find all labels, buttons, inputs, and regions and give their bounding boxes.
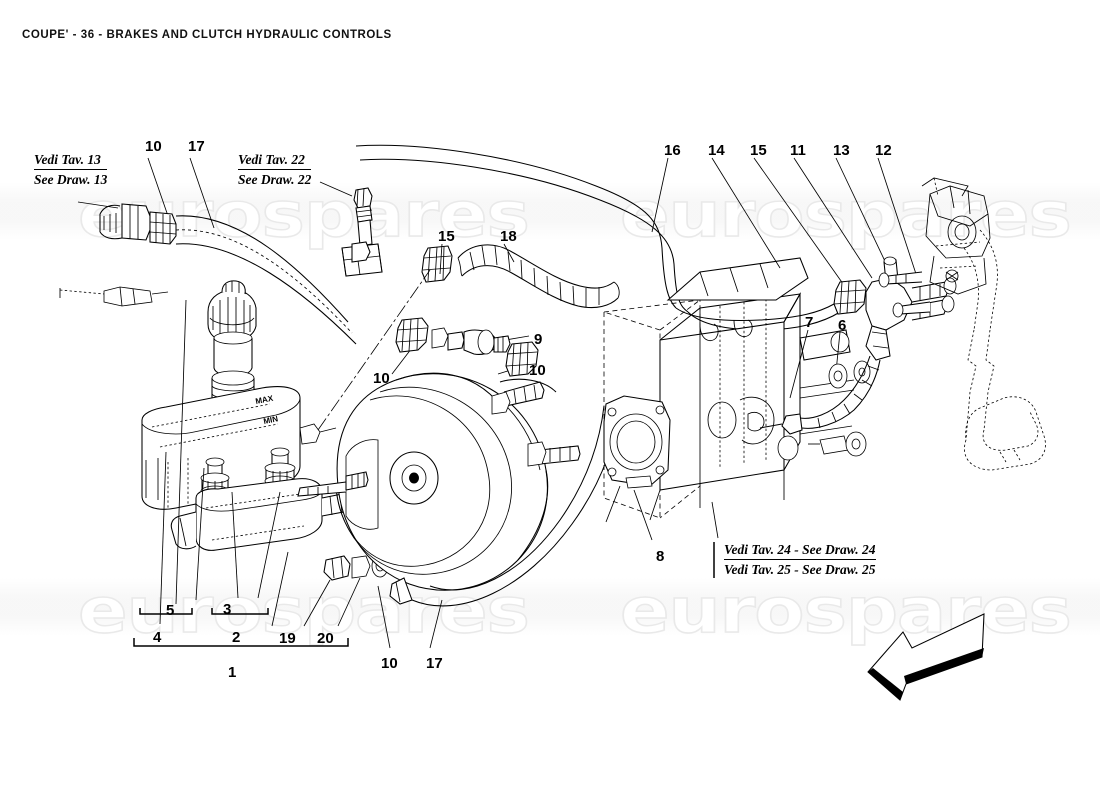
callout-c-19: 19 (279, 630, 296, 647)
callout-c-3: 3 (223, 601, 232, 618)
callout-c-10-a: 10 (145, 138, 162, 155)
leader-8 (633, 489, 653, 541)
reference-draw-24-25: Vedi Tav. 24 - See Draw. 24 Vedi Tav. 25… (724, 541, 876, 579)
callout-c-17-a: 17 (188, 138, 205, 155)
clutch-cylinder-assembly (651, 157, 957, 457)
ref-25-line: Vedi Tav. 25 - See Draw. 25 (724, 562, 876, 578)
watermark-band-top (0, 182, 1100, 240)
engine-gearbox-block (603, 257, 855, 523)
leader-lines-centre (377, 243, 530, 649)
callout-c-13: 13 (833, 142, 850, 159)
ref-13-line2: See Draw. 13 (34, 172, 108, 188)
direction-arrow (867, 613, 985, 701)
reference-draw-13: Vedi Tav. 13 See Draw. 13 (34, 151, 108, 189)
vacuum-hose-left (99, 203, 357, 345)
ref-13-line1: Vedi Tav. 13 (34, 151, 108, 171)
watermark-top-left: eurospares (77, 177, 531, 251)
check-valve-assembly (395, 317, 539, 377)
line-reservoir-to-callouts (159, 299, 361, 627)
brake-booster (297, 372, 621, 607)
watermark-band-bottom (0, 578, 1100, 636)
watermark-bottom-right: eurospares (619, 573, 1073, 647)
reference-draw-22: Vedi Tav. 22 See Draw. 22 (238, 151, 312, 189)
brake-fluid-reservoir: MAX MIN (141, 280, 337, 510)
vacuum-hose-main (355, 144, 841, 331)
ref-24-line: Vedi Tav. 24 - See Draw. 24 (724, 541, 876, 561)
callout-c-10-d: 10 (381, 655, 398, 672)
callout-c-8: 8 (656, 548, 665, 565)
booster-vacuum-line (421, 244, 620, 309)
ref22-fitting (319, 181, 383, 277)
pedal-assembly (878, 177, 1046, 471)
callout-c-10-c: 10 (529, 362, 546, 379)
leader-ref2425 (711, 501, 719, 539)
callout-c-2: 2 (232, 629, 241, 646)
callout-c-12: 12 (875, 142, 892, 159)
callout-c-17-b: 17 (426, 655, 443, 672)
callout-c-15-a: 15 (750, 142, 767, 159)
page-title: COUPE' - 36 - BRAKES AND CLUTCH HYDRAULI… (22, 29, 392, 41)
watermark-bottom-left: eurospares (77, 573, 531, 647)
callout-c-15-b: 15 (438, 228, 455, 245)
reservoir-bracket (59, 286, 169, 307)
callout-c-5: 5 (166, 602, 175, 619)
ref-22-line2: See Draw. 22 (238, 172, 312, 188)
reservoir-min-label: MIN (263, 414, 279, 426)
callout-c-4: 4 (153, 629, 162, 646)
callout-c-16: 16 (664, 142, 681, 159)
center-line (317, 269, 431, 431)
callout-c-1: 1 (228, 664, 237, 681)
callout-c-14: 14 (708, 142, 725, 159)
callout-c-9: 9 (534, 331, 543, 348)
callout-c-7: 7 (805, 314, 814, 331)
brake-master-cylinder (170, 447, 417, 581)
watermark-top-right: eurospares (619, 177, 1073, 251)
callout-c-20: 20 (317, 630, 334, 647)
callout-c-18: 18 (500, 228, 517, 245)
callout-c-11: 11 (790, 142, 806, 159)
ref-22-line1: Vedi Tav. 22 (238, 151, 312, 171)
reservoir-max-label: MAX (255, 394, 275, 406)
callout-c-6: 6 (838, 317, 847, 334)
callout-c-10-b: 10 (373, 370, 390, 387)
